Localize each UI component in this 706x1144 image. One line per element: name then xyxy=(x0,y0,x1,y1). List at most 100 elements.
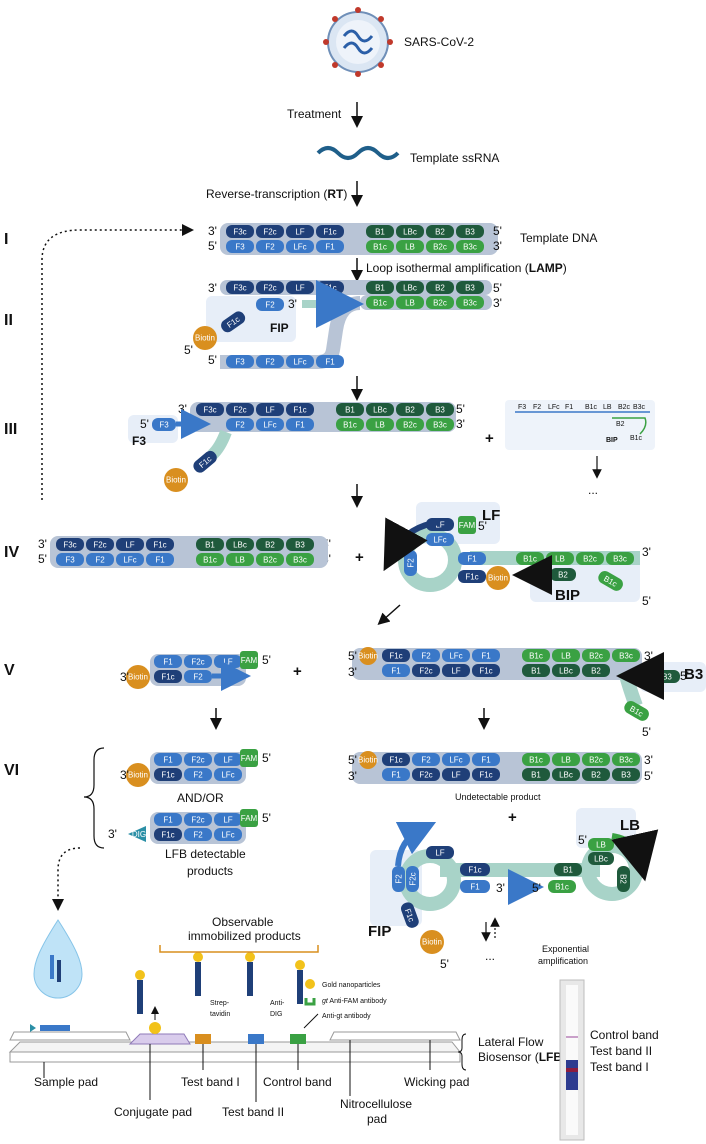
svg-text:B1: B1 xyxy=(375,284,385,293)
svg-text:LB: LB xyxy=(375,421,385,430)
segment-lfc: LFc xyxy=(442,753,470,766)
segment-lbc: LBc xyxy=(366,403,394,416)
antidig-label1: Anti- xyxy=(270,1000,285,1007)
svg-text:F1c: F1c xyxy=(161,673,174,682)
svg-text:3': 3' xyxy=(120,768,129,782)
fip-label-exp: FIP xyxy=(368,923,391,940)
svg-text:3': 3' xyxy=(38,537,47,551)
segment-f1c: F1c xyxy=(472,768,500,781)
svg-text:LB: LB xyxy=(561,756,571,765)
segment-f2c: F2c xyxy=(256,225,284,238)
svg-text:5': 5' xyxy=(184,343,193,357)
svg-text:F1: F1 xyxy=(481,756,491,765)
brace xyxy=(83,747,105,849)
svg-text:F1c: F1c xyxy=(153,541,166,550)
segment-f1: F1 xyxy=(286,418,314,431)
svg-text:F1c: F1c xyxy=(161,831,174,840)
svg-text:F2c: F2c xyxy=(191,816,204,825)
svg-text:F2: F2 xyxy=(193,673,203,682)
svg-text:B2: B2 xyxy=(435,228,445,237)
segment-b1c: B1c xyxy=(366,240,394,253)
svg-text:LF: LF xyxy=(125,541,134,550)
segment-f1: F1 xyxy=(154,753,182,766)
segment-lf: LF xyxy=(256,403,284,416)
segment-f1c: F1c xyxy=(154,828,182,841)
segment-f3: F3 xyxy=(56,553,84,566)
svg-text:F1: F1 xyxy=(163,756,173,765)
svg-text:F2c: F2c xyxy=(419,771,432,780)
segment-b1c: B1c xyxy=(196,553,224,566)
segment-b2c: B2c xyxy=(426,240,454,253)
segment-f3: F3 xyxy=(152,418,176,431)
svg-text:Biotin: Biotin xyxy=(128,771,148,780)
fam-tag: FAM xyxy=(240,749,258,767)
segment-lfc: LFc xyxy=(214,768,242,781)
step-v: V xyxy=(4,662,15,679)
sample-pad-label: Sample pad xyxy=(34,1075,98,1089)
segment-b3c: B3c xyxy=(426,418,454,431)
fip-label-ii: FIP xyxy=(270,321,289,335)
svg-text:F2: F2 xyxy=(421,756,431,765)
svg-text:3': 3' xyxy=(120,670,129,684)
segment-f2c: F2c xyxy=(256,281,284,294)
segment-lf: LF xyxy=(214,753,242,766)
segment-f1: F1 xyxy=(154,813,182,826)
biotin-icon: Biotin xyxy=(420,930,444,954)
svg-text:F1c: F1c xyxy=(479,771,492,780)
svg-text:B2: B2 xyxy=(591,771,601,780)
segment-f1: F1 xyxy=(382,768,410,781)
svg-text:F2: F2 xyxy=(95,556,105,565)
segment-f1c: F1c xyxy=(154,670,182,683)
segment-b1: B1 xyxy=(522,768,550,781)
segment-lb: LB xyxy=(546,552,574,565)
svg-text:+: + xyxy=(293,663,302,680)
svg-text:F1c: F1c xyxy=(323,284,336,293)
wicking-pad-label: Wicking pad xyxy=(404,1075,469,1089)
undetectable-label: Undetectable product xyxy=(455,792,541,802)
segment-lb: LB xyxy=(396,240,424,253)
segment-f2: F2 xyxy=(226,418,254,431)
segment-lfc: LFc xyxy=(286,240,314,253)
svg-text:3': 3' xyxy=(288,297,297,311)
strep-label1: Strep- xyxy=(210,1000,230,1007)
svg-text:B1: B1 xyxy=(531,771,541,780)
svg-text:FAM: FAM xyxy=(241,754,258,763)
segment-lb: LB xyxy=(552,649,580,662)
svg-text:F2: F2 xyxy=(193,771,203,780)
svg-text:B1: B1 xyxy=(205,541,215,550)
biotin-icon: Biotin xyxy=(193,326,217,350)
segment-f1c: F1c xyxy=(193,450,217,473)
svg-text:LB: LB xyxy=(405,243,415,252)
segment-lfc: LFc xyxy=(442,649,470,662)
segment-lb: LB xyxy=(588,838,614,851)
segment-f1: F1 xyxy=(316,240,344,253)
segment-f1c: F1c xyxy=(154,768,182,781)
svg-text:FAM: FAM xyxy=(241,814,258,823)
segment-b1c: B1c xyxy=(522,753,550,766)
svg-text:5': 5' xyxy=(38,552,47,566)
strip-label-control: Control band xyxy=(590,1028,659,1042)
svg-text:5': 5' xyxy=(348,649,357,663)
segment-b2: B2 xyxy=(256,538,284,551)
segment-f1c: F1c xyxy=(316,225,344,238)
svg-text:LB: LB xyxy=(405,299,415,308)
antidig-label2: DIG xyxy=(270,1011,282,1018)
svg-text:LF: LF xyxy=(295,228,304,237)
segment-b2c: B2c xyxy=(396,418,424,431)
lf-label: LF xyxy=(482,507,500,524)
svg-text:LFc: LFc xyxy=(449,652,462,661)
segment-f2c: F2c xyxy=(184,753,212,766)
lamp-label: Loop isothermal amplification (LAMP) xyxy=(366,261,567,275)
segment-lbc: LBc xyxy=(552,664,580,677)
segment-b3c: B3c xyxy=(286,553,314,566)
svg-text:5': 5' xyxy=(644,769,653,783)
segment-b1: B1 xyxy=(196,538,224,551)
svg-text:F3: F3 xyxy=(235,243,245,252)
svg-text:...: ... xyxy=(588,483,598,497)
svg-text:F2c: F2c xyxy=(419,667,432,676)
bip-label-iv: BIP xyxy=(555,587,580,604)
segment-b3: B3 xyxy=(286,538,314,551)
